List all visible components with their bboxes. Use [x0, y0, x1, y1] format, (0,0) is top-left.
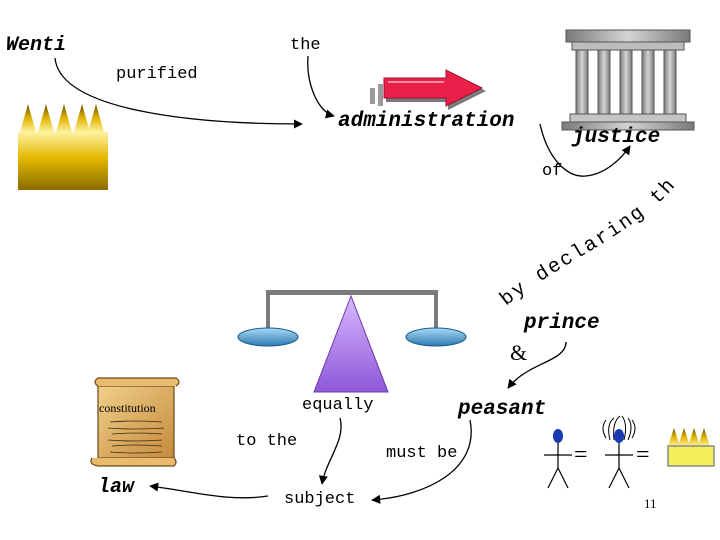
- arrow-peasant-to-subject: [371, 419, 472, 504]
- equals-sign-2: =: [636, 442, 650, 468]
- arrow-prince-to-peasant: [507, 341, 567, 389]
- arrow-justice-to-of: [539, 123, 631, 177]
- word-the: the: [290, 36, 321, 55]
- page-number: 11: [644, 496, 657, 511]
- stick-figure-icon: [544, 429, 572, 489]
- small-crown-icon: [667, 428, 715, 467]
- arrow-the-to-administration: [307, 55, 335, 119]
- connector-arrows: [54, 55, 631, 504]
- word-ampersand: &: [510, 340, 528, 365]
- word-of: of: [542, 162, 563, 181]
- arrow-subject-to-law: [149, 482, 269, 499]
- word-purified: purified: [116, 65, 198, 84]
- word-administration: administration: [338, 110, 515, 133]
- word-law: law: [98, 476, 135, 499]
- arrow-icon: [370, 69, 486, 110]
- word-must-be: must be: [386, 444, 458, 463]
- word-subject: subject: [284, 490, 356, 509]
- scales-icon: [237, 290, 467, 393]
- word-by-declaring-that: by declaring that: [0, 0, 680, 312]
- word-justice: justice: [572, 126, 661, 149]
- word-peasant: peasant: [458, 398, 547, 421]
- word-wenti: Wenti: [6, 34, 67, 57]
- word-to-the: to the: [236, 432, 298, 451]
- arrow-wenti-to-administration: [54, 57, 303, 129]
- stick-figure-hair-icon: [602, 415, 636, 489]
- arrow-equally-to-subject: [318, 417, 342, 485]
- scroll-icon: [90, 377, 180, 467]
- word-prince: prince: [524, 312, 600, 335]
- equals-sign-1: =: [574, 442, 588, 468]
- pillars-icon: [561, 29, 695, 131]
- word-equally: equally: [302, 396, 374, 415]
- scroll-label-constitution: constitution: [99, 401, 156, 415]
- crown-icon: [18, 104, 108, 190]
